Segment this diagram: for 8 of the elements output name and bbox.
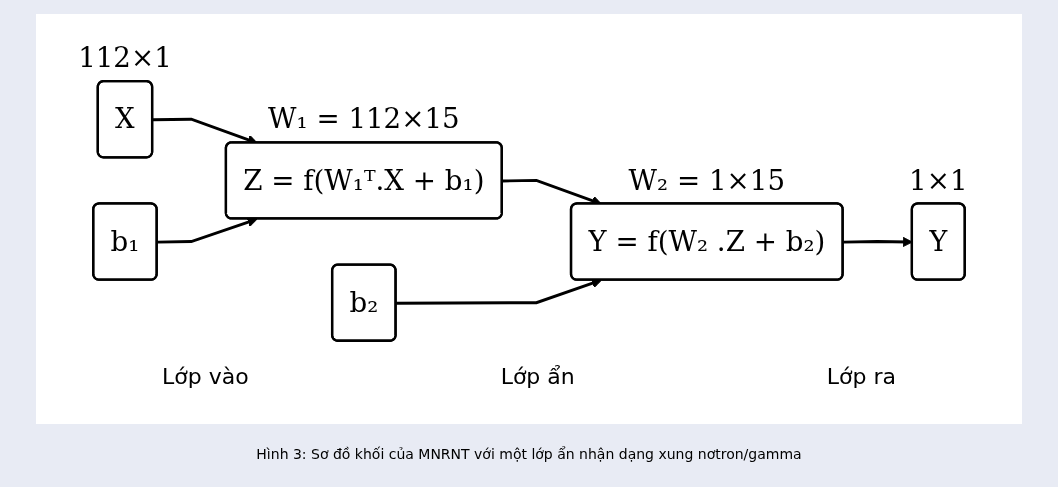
dimension-text: W₂ = 1×15	[628, 163, 786, 197]
caption: Hình 3: Sơ đồ khối của MNRNT với một lớp ẩn nhận dạng xung nơtron/gamma	[255, 446, 803, 462]
dimension-text: 1×1	[909, 163, 968, 197]
dimension-text: 112×1	[78, 41, 172, 75]
layer-label: Lớp ra	[826, 364, 896, 389]
dimension-text: W₁ = 112×15	[268, 102, 460, 136]
layer-label: Lớp ẩn	[500, 364, 575, 389]
layer-label: Lớp vào	[162, 364, 249, 389]
